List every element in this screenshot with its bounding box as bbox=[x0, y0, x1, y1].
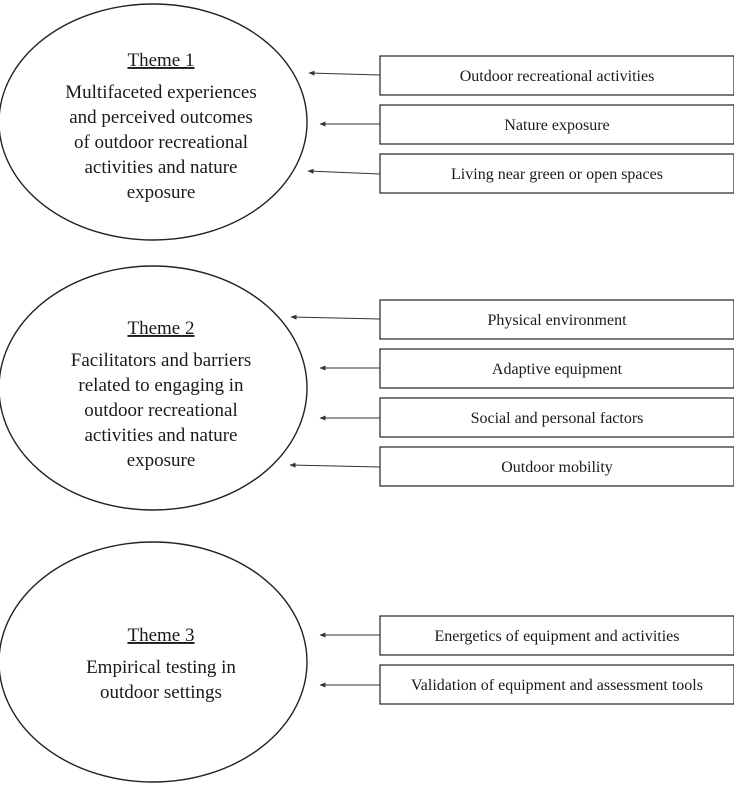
theme-2-arrow-4 bbox=[289, 462, 381, 468]
theme-3-desc-line-1: Empirical testing in bbox=[86, 657, 236, 678]
theme-1-subtopic-box-2 bbox=[379, 104, 734, 145]
theme-2-subtopic-1: Physical environment bbox=[487, 312, 627, 329]
theme-1-desc-line-4: activities and nature bbox=[85, 157, 238, 178]
theme-1-arrow-1 bbox=[308, 70, 381, 76]
theme-3-desc-line-2: outdoor settings bbox=[100, 682, 222, 703]
theme-1-ellipse bbox=[0, 3, 308, 241]
theme-1-subtopic-3: Living near green or open spaces bbox=[451, 166, 663, 183]
theme-1-desc-line-3: of outdoor recreational bbox=[74, 132, 248, 153]
theme-3-subtopic-box-2 bbox=[379, 664, 734, 705]
theme-1-arrow-3 bbox=[307, 168, 381, 175]
theme-1-subtopic-2: Nature exposure bbox=[504, 117, 609, 134]
theme-3-subtopic-box-1 bbox=[379, 615, 734, 656]
theme-1-subtopic-box-3 bbox=[379, 153, 734, 194]
theme-2-arrow-1 bbox=[290, 314, 381, 320]
theme-1-desc-line-5: exposure bbox=[127, 182, 196, 203]
theme-2-subtopic-box-1 bbox=[379, 299, 734, 340]
theme-2-subtopic-box-3 bbox=[379, 397, 734, 438]
theme-3-subtopic-1: Energetics of equipment and activities bbox=[435, 628, 680, 645]
theme-3-subtopic-2: Validation of equipment and assessment t… bbox=[411, 677, 703, 694]
theme-2-desc-line-4: activities and nature bbox=[85, 425, 238, 446]
theme-2-subtopic-box-2 bbox=[379, 348, 734, 389]
theme-1-desc-line-1: Multifaceted experiences bbox=[65, 82, 256, 103]
theme-1-subtopic-1: Outdoor recreational activities bbox=[460, 68, 655, 85]
theme-2-group: Theme 2 Facilitators and barriers relate… bbox=[0, 265, 734, 511]
theme-2-subtopic-4: Outdoor mobility bbox=[501, 459, 613, 476]
theme-1-subtopic-box-1 bbox=[379, 55, 734, 96]
theme-2-desc-line-5: exposure bbox=[127, 450, 196, 471]
theme-1-title: Theme 1 bbox=[127, 50, 194, 71]
theme-2-subtopic-box-4 bbox=[379, 446, 734, 487]
theme-2-desc-line-3: outdoor recreational bbox=[84, 400, 238, 421]
theme-2-desc-line-2: related to engaging in bbox=[78, 375, 244, 396]
theme-2-subtopic-2: Adaptive equipment bbox=[492, 361, 623, 378]
theme-2-subtopic-3: Social and personal factors bbox=[471, 410, 644, 427]
theme-2-desc-line-1: Facilitators and barriers bbox=[71, 350, 251, 371]
theme-2-title: Theme 2 bbox=[127, 318, 194, 339]
theme-3-ellipse bbox=[0, 541, 308, 783]
theme-3-title: Theme 3 bbox=[127, 625, 194, 646]
theme-1-desc-line-2: and perceived outcomes bbox=[69, 107, 253, 128]
theme-1-group: Theme 1 Multifaceted experiences and per… bbox=[0, 3, 734, 241]
theme-3-group: Theme 3 Empirical testing in outdoor set… bbox=[0, 541, 734, 783]
theme-2-ellipse bbox=[0, 265, 308, 511]
